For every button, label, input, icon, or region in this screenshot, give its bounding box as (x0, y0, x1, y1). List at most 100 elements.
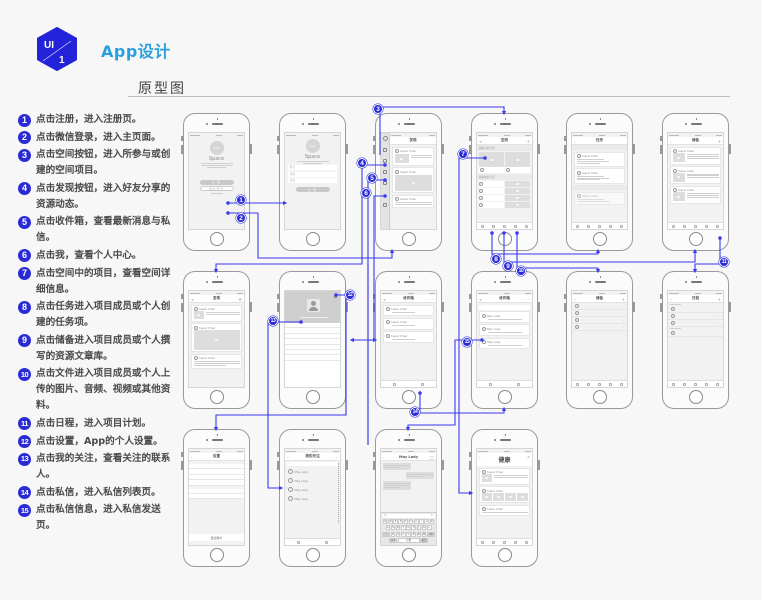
connector-badge-11: 11 (719, 257, 729, 267)
connector-badge-15: 15 (462, 337, 472, 347)
phone-reserve-list: ‹储备+ › › › › (564, 271, 635, 409)
key[interactable]: J (416, 525, 422, 531)
legend-text: 点击微信登录，进入主页面。 (36, 131, 161, 143)
register-submit-button[interactable]: 注 册 (295, 187, 330, 193)
legend-text: 点击注册，进入注册页。 (36, 114, 142, 125)
connector-badge-10: 10 (516, 266, 526, 276)
space-screen: ≡空间+ 我参与的空间 我创建的空间 (476, 132, 533, 230)
login-logo: Logo (209, 141, 224, 155)
settings-row[interactable]: › (189, 480, 244, 486)
chat-input[interactable]: ☺➤ (382, 514, 435, 518)
settings-row[interactable]: › (189, 488, 244, 494)
backspace-key[interactable]: ⌫ (427, 531, 435, 537)
phone-schedule: ‹日程+ › › › › (660, 271, 731, 409)
message-item[interactable]: May Lady (479, 311, 530, 323)
settings-row[interactable]: › (189, 464, 244, 470)
settings-icon[interactable] (334, 295, 337, 298)
home-button (306, 390, 320, 404)
message-item[interactable]: May Lady (479, 337, 530, 350)
me-nav-icon[interactable] (383, 181, 387, 185)
key[interactable]: D (395, 525, 401, 531)
key[interactable]: O (424, 519, 429, 525)
user-name: May Lady (487, 326, 501, 331)
key[interactable]: X (395, 531, 401, 537)
legend-text: 点击任务进入项目成员或个人创建的任务项。 (36, 301, 171, 329)
key[interactable]: T (403, 519, 409, 525)
private-message-tab-icon[interactable] (420, 382, 424, 386)
legend-text: 点击我，查看个人中心。 (36, 249, 142, 261)
home-button (306, 232, 320, 246)
reserve-tab-icon[interactable] (503, 224, 506, 228)
phone-register: Logo Space 账号 密码 验证 注 册 (277, 113, 348, 251)
key[interactable]: N (416, 531, 422, 537)
legend-text: 点击发现按钮，进入好友分享的资源动态。 (36, 182, 171, 210)
settings-gear-icon[interactable] (383, 203, 387, 207)
key[interactable]: W (388, 519, 393, 525)
step-number-badge: 3 (18, 148, 31, 162)
schedule-tab-icon[interactable] (525, 224, 528, 228)
key[interactable]: S (390, 525, 396, 531)
discover-nav-icon[interactable] (383, 159, 387, 163)
verify-field[interactable]: 验证 (288, 178, 337, 184)
key[interactable]: Z (390, 531, 396, 537)
space-project-card[interactable] (505, 152, 530, 167)
search-input[interactable]: ⌕ (287, 462, 338, 466)
key[interactable]: I (419, 519, 424, 525)
settings-row[interactable]: › (189, 474, 244, 481)
settings-row[interactable]: › (189, 493, 244, 500)
key[interactable]: P (429, 519, 435, 525)
register-logo: Logo (305, 139, 320, 153)
key[interactable]: G (406, 525, 411, 531)
task-tab-icon[interactable] (492, 224, 495, 228)
space-key[interactable]: 空格 (397, 537, 420, 543)
section-divider (128, 96, 730, 97)
home-button (498, 390, 512, 404)
file-tab-icon[interactable] (514, 224, 517, 228)
key[interactable]: V (406, 531, 411, 537)
space-nav-icon[interactable] (383, 148, 387, 152)
wechat-login-button[interactable]: 微信登录 (199, 186, 234, 192)
message-item[interactable]: May Lady (479, 324, 530, 337)
avatar-icon[interactable] (382, 136, 388, 141)
step-number-badge: 1 (18, 113, 31, 127)
user-name: May Lady (487, 340, 501, 345)
logo-text-top: UI (44, 40, 54, 51)
profile-menu-row[interactable]: › (285, 355, 340, 361)
key[interactable]: E (393, 519, 398, 525)
key[interactable]: U (414, 519, 419, 525)
alphabet-index[interactable] (337, 463, 340, 523)
key[interactable]: R (398, 519, 403, 525)
home-button (306, 548, 320, 562)
key[interactable]: B (411, 531, 416, 537)
space-project-card[interactable] (479, 152, 504, 167)
key[interactable]: Q (382, 519, 388, 525)
key[interactable]: M (421, 531, 427, 537)
key[interactable]: Y (408, 519, 414, 525)
key[interactable]: L (427, 525, 432, 531)
tab-icon[interactable] (481, 224, 484, 228)
account-field[interactable]: 账号 (288, 165, 337, 171)
step-number-badge: 4 (18, 182, 31, 196)
key[interactable]: A (385, 525, 390, 531)
step-number-badge: 14 (18, 486, 31, 500)
user-name: Super Chen (678, 168, 695, 173)
password-field[interactable]: 密码 (288, 171, 337, 177)
logout-button[interactable]: 退出账户 (189, 534, 244, 541)
step-number-badge: 12 (18, 435, 31, 449)
key[interactable]: H (411, 525, 416, 531)
schedule-tab-icon[interactable] (716, 224, 719, 228)
key[interactable]: F (401, 525, 406, 531)
phone-discover-drawer: 发现 Super Chen Super Chen Super Chen (373, 113, 444, 251)
send-key[interactable]: 发送 (420, 537, 429, 543)
key[interactable]: C (401, 531, 406, 537)
search-input[interactable]: ⌕ (479, 304, 530, 310)
register-button[interactable]: 注 册 (199, 179, 234, 185)
user-name: May Lady (487, 313, 501, 318)
key[interactable]: K (421, 525, 427, 531)
inbox-nav-icon[interactable] (383, 170, 387, 174)
settings-row[interactable]: › (189, 469, 244, 475)
